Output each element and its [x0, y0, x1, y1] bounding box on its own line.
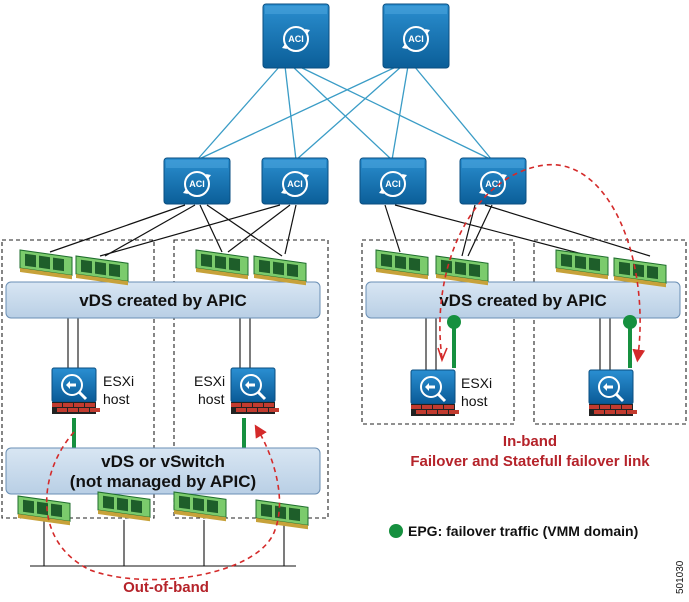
- security-appliance-icon: [240, 374, 267, 401]
- inband-caption-line2: Failover and Statefull failover link: [410, 453, 650, 470]
- nic-card-11: [173, 491, 227, 522]
- aci-switch-3: ACI: [163, 157, 231, 205]
- vds-label-right: vDS created by APIC: [439, 291, 607, 310]
- aci-switch-label: ACI: [287, 179, 303, 189]
- esxi-host-2: [230, 367, 279, 414]
- nic-card-3: [195, 249, 249, 280]
- aci-logo-icon: [479, 171, 507, 197]
- security-appliance-icon: [598, 376, 625, 403]
- nic-card-5: [375, 249, 429, 280]
- inband-caption-line1: In-band: [503, 433, 557, 450]
- legend: EPG: failover traffic (VMM domain): [389, 523, 638, 539]
- host-uplinks: [67, 318, 611, 370]
- security-appliance-icon: [420, 376, 447, 403]
- host-label-3-line1: ESXi: [461, 375, 492, 391]
- aci-switch-label: ACI: [485, 179, 501, 189]
- aci-logo-icon: [282, 26, 310, 52]
- aci-switch-5: ACI: [359, 157, 427, 205]
- aci-switch-2: ACI: [382, 3, 450, 69]
- spine-leaf-links: [196, 65, 493, 161]
- aci-switch-label: ACI: [408, 34, 424, 44]
- nic-cards: [17, 249, 667, 530]
- host-label-2-line2: host: [198, 391, 225, 407]
- aci-logo-icon: [379, 171, 407, 197]
- nic-card-4: [253, 255, 307, 286]
- aci-logo-icon: [402, 26, 430, 52]
- esxi-hosts: [51, 367, 637, 416]
- vds-bar-left: vDS created by APIC: [5, 281, 321, 319]
- inband-failover-arrowhead-start: [437, 347, 448, 363]
- inband-failover-path: [439, 164, 646, 363]
- aci-switch-label: ACI: [288, 34, 304, 44]
- external-network: [30, 520, 296, 567]
- aci-switch-1: ACI: [262, 3, 330, 69]
- aci-logo-icon: [183, 171, 211, 197]
- nic-card-10: [97, 491, 151, 522]
- aci-switches: ACI ACI ACI ACI ACI ACI: [163, 3, 527, 205]
- vds-label-left: vDS created by APIC: [79, 291, 247, 310]
- epg-dot-host3: [447, 315, 461, 329]
- host-label-1-line2: host: [103, 391, 130, 407]
- aci-switch-label: ACI: [189, 179, 205, 189]
- nic-card-12: [255, 499, 309, 530]
- legend-epg-dot: [389, 524, 403, 538]
- aci-switch-label: ACI: [385, 179, 401, 189]
- host-label-1-line1: ESXi: [103, 373, 134, 389]
- nic-card-7: [555, 249, 609, 280]
- vswitch-bar: vDS or vSwitch (not managed by APIC): [5, 447, 321, 495]
- aci-switch-4: ACI: [261, 157, 329, 205]
- epg-dot-host4: [623, 315, 637, 329]
- oob-caption: Out-of-band: [123, 579, 209, 596]
- figure-id: 501030: [675, 560, 686, 594]
- nic-card-1: [19, 249, 73, 280]
- vswitch-label-line2: (not managed by APIC): [70, 472, 256, 491]
- host-label-2-line1: ESXi: [194, 373, 225, 389]
- failover-links: [72, 322, 632, 450]
- esxi-host-3: [410, 369, 459, 416]
- aci-switch-6: ACI: [459, 157, 527, 205]
- nic-card-9: [17, 495, 71, 526]
- nic-card-2: [75, 255, 129, 286]
- nic-card-8: [613, 257, 667, 288]
- vswitch-label-line1: vDS or vSwitch: [101, 452, 225, 471]
- leaf-nic-links: [49, 204, 651, 257]
- legend-text: EPG: failover traffic (VMM domain): [408, 523, 638, 539]
- vds-bar-right: vDS created by APIC: [365, 281, 681, 319]
- host-label-3-line2: host: [461, 393, 488, 409]
- aci-logo-icon: [281, 171, 309, 197]
- security-appliance-icon: [61, 374, 88, 401]
- esxi-host-1: [51, 367, 100, 414]
- nic-card-6: [435, 255, 489, 286]
- host-boundaries: [1, 239, 687, 519]
- oob-failover-path: [45, 424, 281, 581]
- esxi-host-4: [588, 369, 637, 416]
